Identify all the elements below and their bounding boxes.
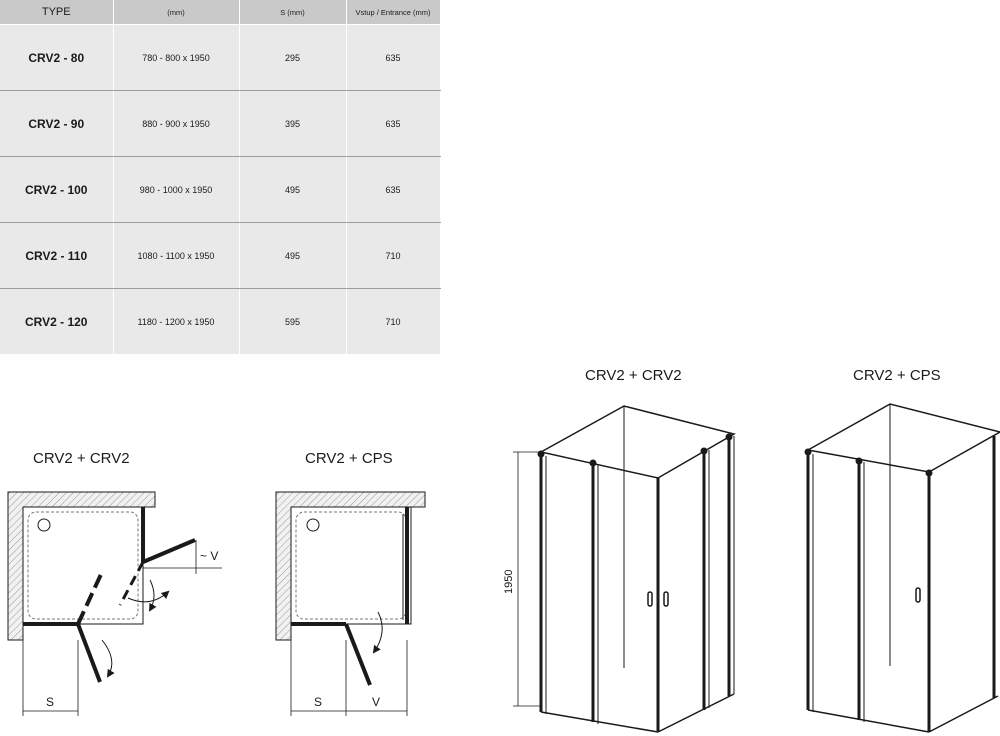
hinge-icon xyxy=(804,448,812,456)
table-header-row: TYPE (mm) S (mm) Vstup / Entrance (mm) xyxy=(0,0,441,25)
cell-s: 395 xyxy=(239,90,347,157)
cell-type: CRV2 - 110 xyxy=(0,222,114,289)
cell-type: CRV2 - 80 xyxy=(0,24,114,91)
hinge-icon xyxy=(537,450,545,458)
cell-s: 495 xyxy=(239,222,347,289)
bottom-edge xyxy=(657,693,735,733)
door-dashed xyxy=(118,561,145,606)
door-handle-icon xyxy=(915,587,921,603)
table-row: CRV2 - 100 980 - 1000 x 1950 495 635 xyxy=(0,156,441,223)
top-frame xyxy=(805,403,1000,473)
header-entrance: Vstup / Entrance (mm) xyxy=(346,0,441,25)
table-row: CRV2 - 90 880 - 900 x 1950 395 635 xyxy=(0,90,441,157)
view2-title: CRV2 + CPS xyxy=(853,367,941,384)
door-handle-icon xyxy=(663,591,669,607)
tray-inner xyxy=(27,511,139,620)
cell-type: CRV2 - 120 xyxy=(0,288,114,355)
header-s: S (mm) xyxy=(239,0,347,25)
door-dashed xyxy=(76,569,105,625)
swing-arrow-icon xyxy=(101,639,115,678)
swing-arrow-icon xyxy=(127,590,170,603)
cell-type: CRV2 - 90 xyxy=(0,90,114,157)
cell-s: 495 xyxy=(239,156,347,223)
top-frame xyxy=(538,405,736,479)
header-dimensions: (mm) xyxy=(113,0,240,25)
cell-entrance: 710 xyxy=(346,222,441,289)
cell-entrance: 710 xyxy=(346,288,441,355)
view1-title: CRV2 + CRV2 xyxy=(585,367,682,384)
hinge-icon xyxy=(589,459,597,467)
cell-entrance: 635 xyxy=(346,156,441,223)
cell-dimensions: 980 - 1000 x 1950 xyxy=(113,156,240,223)
swing-arrow-icon xyxy=(149,579,157,612)
door-open xyxy=(76,623,102,683)
approx-v-label: ~ V xyxy=(200,549,218,563)
bottom-edge xyxy=(807,709,930,733)
drain-icon xyxy=(37,518,51,532)
door-open xyxy=(344,623,372,686)
cell-dimensions: 1080 - 1100 x 1950 xyxy=(113,222,240,289)
door-handle-icon xyxy=(647,591,653,607)
dim-v-label: V xyxy=(372,695,380,709)
drain-icon xyxy=(306,518,320,532)
swing-arrow-icon xyxy=(372,611,383,654)
plan-crv2-cps: S V xyxy=(275,491,426,716)
plan1-title: CRV2 + CRV2 xyxy=(33,450,130,467)
cell-dimensions: 880 - 900 x 1950 xyxy=(113,90,240,157)
dim-s-label: S xyxy=(46,695,54,709)
cell-entrance: 635 xyxy=(346,90,441,157)
cell-s: 295 xyxy=(239,24,347,91)
cell-s: 595 xyxy=(239,288,347,355)
plan-crv2-crv2: ~ V S xyxy=(7,491,222,716)
dim-s-label: S xyxy=(314,695,322,709)
view-crv2-crv2 xyxy=(513,405,736,733)
table-row: CRV2 - 120 1180 - 1200 x 1950 595 710 xyxy=(0,288,441,355)
table-row: CRV2 - 80 780 - 800 x 1950 295 635 xyxy=(0,24,441,91)
bottom-edge xyxy=(540,711,659,733)
cell-type: CRV2 - 100 xyxy=(0,156,114,223)
view-crv2-cps xyxy=(804,403,1000,733)
hinge-icon xyxy=(725,433,733,441)
cell-entrance: 635 xyxy=(346,24,441,91)
hinge-icon xyxy=(700,447,708,455)
spec-table: TYPE (mm) S (mm) Vstup / Entrance (mm) C… xyxy=(0,0,441,355)
cell-dimensions: 780 - 800 x 1950 xyxy=(113,24,240,91)
hinge-icon xyxy=(925,469,933,477)
table-row: CRV2 - 110 1080 - 1100 x 1950 495 710 xyxy=(0,222,441,289)
hinge-icon xyxy=(855,457,863,465)
height-dim-label: 1950 xyxy=(503,570,515,594)
plan2-title: CRV2 + CPS xyxy=(305,450,393,467)
cell-dimensions: 1180 - 1200 x 1950 xyxy=(113,288,240,355)
bottom-edge xyxy=(928,695,999,733)
header-type: TYPE xyxy=(0,0,114,25)
door-open xyxy=(142,538,196,564)
